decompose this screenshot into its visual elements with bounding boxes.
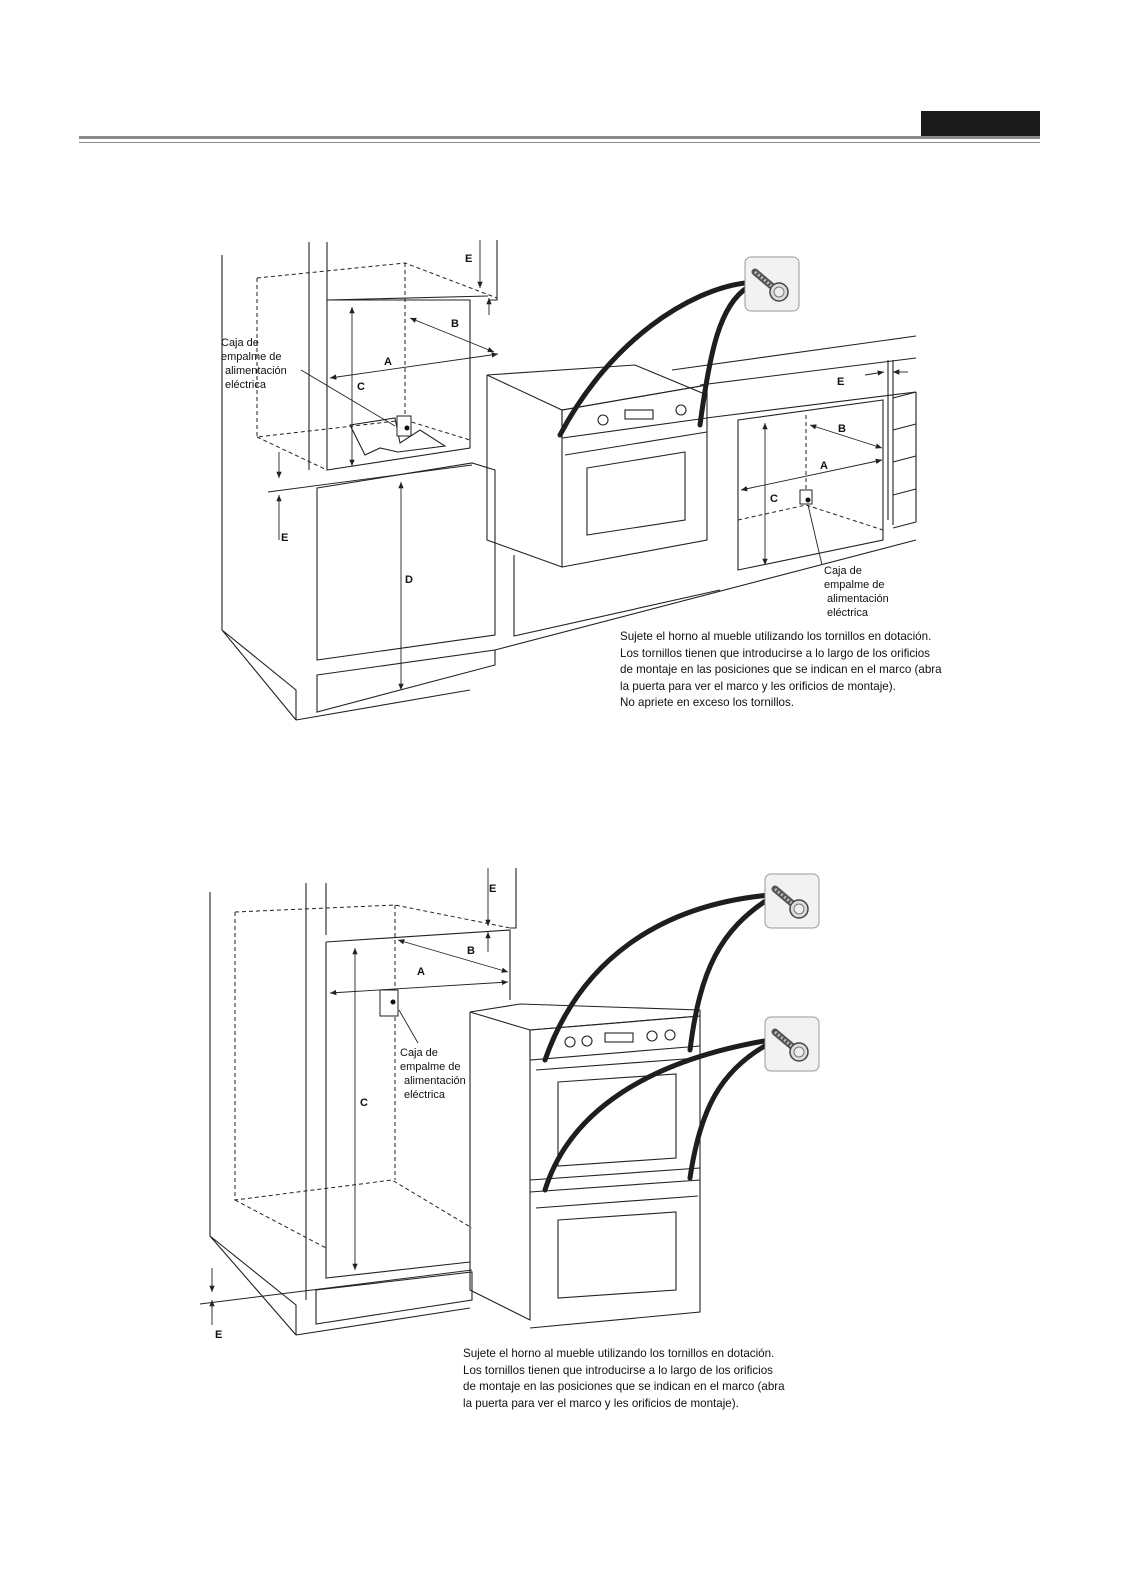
fig2-label-e-bottom: E: [215, 1329, 222, 1341]
label-a-left: A: [384, 356, 392, 368]
fig1-note-line4: la puerta para ver el marco y les orific…: [620, 679, 896, 693]
fig1-note-line5: No apriete en exceso los tornillos.: [620, 696, 794, 710]
header-tab: [921, 111, 1040, 137]
header-rule-thin: [79, 142, 1040, 143]
label-c-right: C: [770, 493, 778, 505]
fig2-junction-box-line1: Caja de: [400, 1047, 438, 1059]
label-b-left: B: [451, 318, 459, 330]
junction-box-left-line4: eléctrica: [225, 379, 267, 391]
fig2-note-line2: Los tornillos tienen que introducirse a …: [463, 1363, 773, 1377]
fig2-label-a: A: [417, 966, 425, 978]
fig2-junction-box-line4: eléctrica: [404, 1089, 446, 1101]
label-e-right: E: [837, 376, 844, 388]
figure-1: E B A C E D E B A C Caja de empalme de a…: [221, 240, 917, 721]
junction-box-right-line2: empalme de: [824, 579, 885, 591]
fig2-label-e-top: E: [489, 883, 496, 895]
junction-box-right-line1: Caja de: [824, 565, 862, 577]
figure-2-note: Sujete el horno al mueble utilizando los…: [463, 1346, 785, 1412]
fig2-note-line3: de montaje en las posiciones que se indi…: [463, 1380, 785, 1394]
fig2-note-line4: la puerta para ver el marco y les orific…: [463, 1396, 739, 1410]
label-e-bottom: E: [281, 532, 288, 544]
label-a-right: A: [820, 460, 828, 472]
fig2-junction-box-line2: empalme de: [400, 1061, 461, 1073]
figure-1-note: Sujete el horno al mueble utilizando los…: [620, 629, 942, 712]
header-rule: [79, 136, 1040, 139]
figure-2: E B A C E Caja de empalme de alimentació…: [199, 868, 819, 1341]
junction-box-right-line3: alimentación: [827, 593, 889, 605]
junction-box-left-line1: Caja de: [221, 337, 259, 349]
fig2-note-line1: Sujete el horno al mueble utilizando los…: [463, 1347, 775, 1360]
fig1-note-line3: de montaje en las posiciones que se indi…: [620, 663, 942, 677]
fig2-label-c: C: [360, 1097, 368, 1109]
junction-box-right-line4: eléctrica: [827, 607, 869, 619]
fig1-note-line1: Sujete el horno al mueble utilizando los…: [620, 630, 932, 643]
junction-box-left-line3: alimentación: [225, 365, 287, 377]
label-d: D: [405, 574, 413, 586]
fig2-junction-box-line3: alimentación: [404, 1075, 466, 1087]
label-e-top: E: [465, 253, 472, 265]
fig2-label-b: B: [467, 945, 475, 957]
junction-box-left-line2: empalme de: [221, 351, 282, 363]
fig1-note-line2: Los tornillos tienen que introducirse a …: [620, 646, 930, 660]
label-b-right: B: [838, 423, 846, 435]
label-c-left: C: [357, 381, 365, 393]
